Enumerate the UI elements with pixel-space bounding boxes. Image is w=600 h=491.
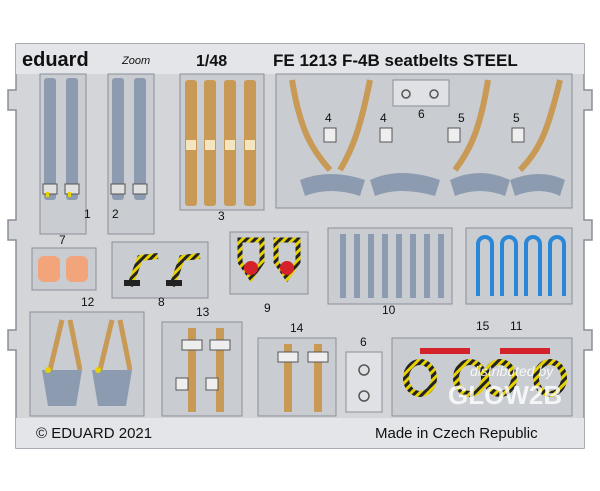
watermark-brand: GLOW2B bbox=[448, 380, 562, 410]
part-number: 13 bbox=[196, 305, 210, 319]
part-1-seatbelts bbox=[39, 73, 87, 235]
part-number: 8 bbox=[158, 295, 165, 309]
scale-label: 1/48 bbox=[196, 53, 227, 70]
part-2-seatbelts bbox=[107, 73, 155, 235]
copyright-notice: © EDUARD 2021 bbox=[36, 425, 152, 442]
part-8-hazard-straps bbox=[111, 241, 209, 299]
part-10-strap-set bbox=[327, 227, 453, 305]
part-number: 7 bbox=[59, 233, 66, 247]
part-15-hazard-rings bbox=[391, 337, 573, 417]
product-line-label: Zoom bbox=[121, 55, 150, 67]
part-number: 1 bbox=[84, 207, 91, 221]
part-number: 9 bbox=[264, 301, 271, 315]
part-13-buckles bbox=[161, 321, 243, 417]
part-number: 12 bbox=[81, 295, 95, 309]
part-number: 10 bbox=[382, 303, 396, 317]
part-number: 15 bbox=[476, 319, 490, 333]
origin-notice: Made in Czech Republic bbox=[375, 425, 538, 442]
part-9-red-handles bbox=[229, 231, 309, 295]
part-number: 11 bbox=[510, 319, 523, 333]
part-number: 4 bbox=[325, 111, 332, 125]
part-number: 6 bbox=[360, 335, 367, 349]
part-12-lap-harness bbox=[29, 311, 145, 417]
part-6-small-rings bbox=[345, 351, 383, 413]
part-number: 2 bbox=[112, 207, 119, 221]
part-number: 4 bbox=[380, 111, 387, 125]
part-number: 6 bbox=[418, 107, 425, 121]
part-11-blue-loops bbox=[465, 227, 573, 305]
footer-band bbox=[16, 418, 584, 448]
part-14-buckles bbox=[257, 337, 337, 417]
part-number: 5 bbox=[458, 111, 465, 125]
part-3-tan-belts bbox=[179, 73, 265, 211]
part-7-pads bbox=[31, 247, 97, 291]
header-band bbox=[16, 44, 584, 74]
watermark-text: distributed by bbox=[470, 363, 554, 379]
part-4-5-harness bbox=[275, 73, 573, 209]
part-number: 3 bbox=[218, 209, 225, 223]
brand-logo: eduard bbox=[22, 49, 89, 71]
part-number: 5 bbox=[513, 111, 520, 125]
part-number: 14 bbox=[290, 321, 304, 335]
product-title: FE 1213 F-4B seatbelts STEEL bbox=[273, 51, 518, 70]
